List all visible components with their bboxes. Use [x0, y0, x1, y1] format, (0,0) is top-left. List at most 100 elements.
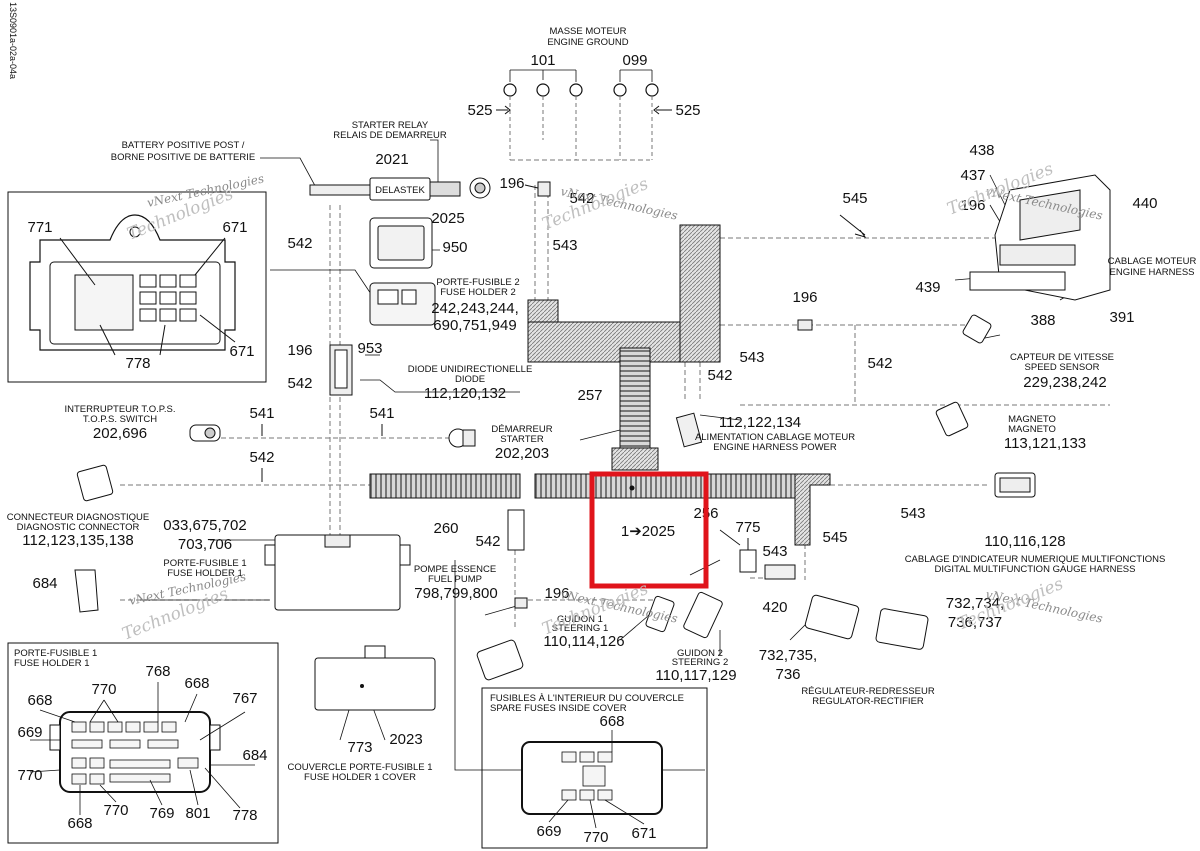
diode-label-en: DIODE	[455, 374, 485, 385]
callout-768: 768	[145, 663, 170, 680]
harness-power-callouts: 112,122,134	[719, 414, 801, 431]
callout-525: 525	[467, 102, 492, 119]
speed-sensor-connector[interactable]	[962, 314, 992, 344]
callout-2021: 2021	[375, 151, 408, 168]
fuel-pump-label-en: FUEL PUMP	[428, 574, 482, 585]
starter-label-en: STARTER	[500, 434, 544, 445]
callout-684: 684	[32, 575, 57, 592]
callout-671: 671	[631, 825, 656, 842]
diode-callouts: 112,120,132	[424, 385, 506, 402]
magneto-label-fr: MAGNETO	[1008, 414, 1056, 425]
battery-label-fr: BORNE POSITIVE DE BATTERIE	[111, 152, 255, 163]
callout-543: 543	[762, 543, 787, 560]
callout-543: 543	[552, 237, 577, 254]
steering-2-label-en: STEERING 2	[672, 657, 729, 668]
diagnostic-callouts: 112,123,135,138	[22, 532, 134, 549]
steering-2-label-fr: GUIDON 2	[677, 648, 723, 659]
callout-778: 778	[232, 807, 257, 824]
callout-778: 778	[125, 355, 150, 372]
callout-684: 684	[242, 747, 267, 764]
regulator-connector-2[interactable]	[875, 608, 929, 650]
fuse-holder-1-cover[interactable]	[314, 657, 436, 711]
regulator-connector-1[interactable]	[804, 594, 860, 640]
callout-257: 257	[577, 387, 602, 404]
engine-harness-group: 438 437 196 440 CABLAGE MOTEUR ENGINE HA…	[915, 142, 1196, 329]
starter-label-fr: DÉMARREUR	[491, 424, 552, 435]
fuel-pump-connector[interactable]	[476, 639, 524, 681]
fuse-puller[interactable]	[74, 569, 99, 613]
harness-power-connector[interactable]	[675, 412, 703, 448]
callout-101: 101	[530, 52, 555, 69]
steering-1-connector[interactable]	[645, 595, 675, 633]
callout-437: 437	[960, 167, 985, 184]
fuse-775[interactable]	[739, 549, 757, 573]
callout-196: 196	[960, 197, 985, 214]
callout-542: 542	[287, 375, 312, 392]
magneto-callouts: 113,121,133	[1004, 435, 1086, 452]
callout-2023: 2023	[389, 731, 422, 748]
callout-770: 770	[583, 829, 608, 846]
magneto-label-en: MAGNETO	[1008, 424, 1056, 435]
callout-801: 801	[185, 805, 210, 822]
engine-ground-label-en: ENGINE GROUND	[547, 37, 628, 48]
diagnostic-connector[interactable]	[76, 464, 114, 502]
diode-group: 196 953 542 DIODE UNIDIRECTIONELLE DIODE…	[287, 340, 532, 402]
spare-fuses-label-fr: FUSIBLES À L'INTERIEUR DU COUVERCLE	[490, 693, 684, 704]
regulator-callouts: 732,734,	[946, 595, 1004, 612]
callout-196: 196	[544, 585, 569, 602]
tops-label-en: T.O.P.S. SWITCH	[83, 414, 157, 425]
callout-771: 771	[27, 219, 52, 236]
fuel-pump-group: 542 POMPE ESSENCE FUEL PUMP 798,799,800 …	[414, 533, 570, 681]
callout-099: 099	[622, 52, 647, 69]
main-harness-trunk: 543 545 257 542 543 196 542 112,122,134 …	[527, 190, 893, 471]
magneto-group: MAGNETO MAGNETO 113,121,133	[935, 401, 1086, 452]
callout-668: 668	[184, 675, 209, 692]
steering-1-label-en: STEERING 1	[552, 623, 609, 634]
fuse-holder-2-callouts: 690,751,949	[433, 317, 516, 334]
callout-542: 542	[249, 449, 274, 466]
callout-775: 775	[735, 519, 760, 536]
fuse-cover-group: 773 2023 COUVERCLE PORTE-FUSIBLE 1 FUSE …	[287, 645, 436, 783]
spare-fuses-label-en: SPARE FUSES INSIDE COVER	[490, 703, 627, 714]
callout-260: 260	[433, 520, 458, 537]
callout-2025: 2025	[431, 210, 464, 227]
starter-relay-label-fr: RELAIS DE DEMARREUR	[333, 130, 447, 141]
diagnostic-label-fr: CONNECTEUR DIAGNOSTIQUE	[7, 512, 150, 523]
callout-196: 196	[287, 342, 312, 359]
ground-ring-terminal	[645, 83, 659, 97]
callout-542: 542	[287, 235, 312, 252]
steering-2-connector[interactable]	[683, 591, 723, 639]
fuse-holder-2-label-en: FUSE HOLDER 2	[440, 287, 516, 298]
tops-label-fr: INTERRUPTEUR T.O.P.S.	[64, 404, 175, 415]
callout-669: 669	[17, 724, 42, 741]
callout-440: 440	[1132, 195, 1157, 212]
regulator-callouts: 732,735,	[759, 647, 817, 664]
fuse-holder-2-group: 542 PORTE-FUSIBLE 2 FUSE HOLDER 2 242,24…	[287, 235, 519, 334]
diode-label-fr: DIODE UNIDIRECTIONELLE	[408, 364, 533, 375]
engine-ground-group: MASSE MOTEUR ENGINE GROUND 101 099 525 5…	[467, 26, 701, 160]
fuel-pump-label-fr: POMPE ESSENCE	[414, 564, 496, 575]
callout-953: 953	[357, 340, 382, 357]
callout-542: 542	[707, 367, 732, 384]
cover-label-en: FUSE HOLDER 1 COVER	[304, 772, 416, 783]
callout-671: 671	[222, 219, 247, 236]
speed-sensor-label-en: SPEED SENSOR	[1025, 362, 1100, 373]
callout-769: 769	[149, 805, 174, 822]
battery-cable	[309, 184, 371, 196]
magneto-connector[interactable]	[935, 401, 969, 437]
callout-770: 770	[91, 681, 116, 698]
gauge-label-en: DIGITAL MULTIFUNCTION GAUGE HARNESS	[935, 564, 1136, 575]
callout-668: 668	[27, 692, 52, 709]
ground-ring-terminal	[613, 83, 627, 97]
callout-950: 950	[442, 239, 467, 256]
steering-2-callouts: 110,117,129	[655, 667, 736, 684]
regulator-group: 775 543 545 420 732,735, 736 732,734, 73…	[735, 519, 1004, 707]
engine-harness-label-fr: CABLAGE MOTEUR	[1108, 256, 1197, 267]
engine-harness-plug[interactable]	[969, 271, 1066, 291]
engine-ground-label-fr: MASSE MOTEUR	[549, 26, 626, 37]
steering-1-callouts: 110,114,126	[543, 633, 624, 650]
callout-671: 671	[229, 343, 254, 360]
callout-438: 438	[969, 142, 994, 159]
callout-388: 388	[1030, 312, 1055, 329]
fuse-holder-1-callouts: 703,706	[178, 536, 232, 553]
